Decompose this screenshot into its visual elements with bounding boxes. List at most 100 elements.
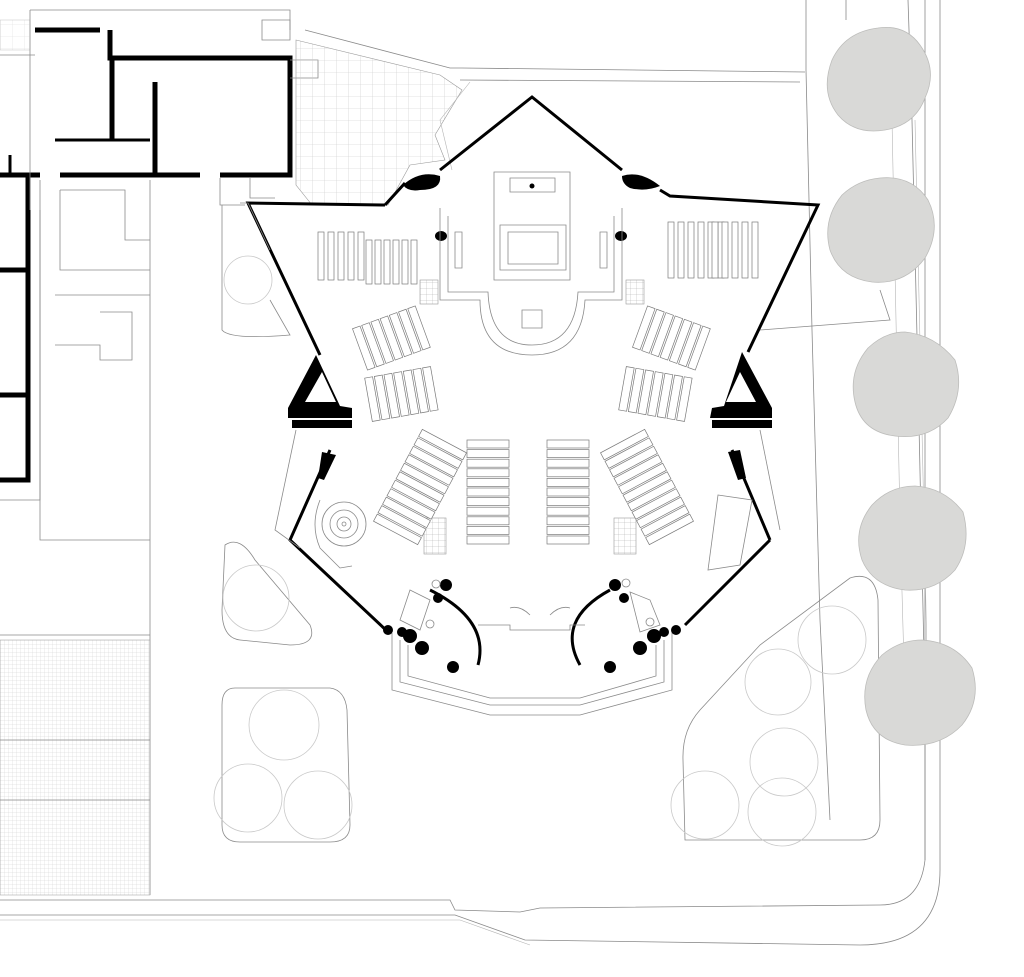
pew-icon [656,372,674,419]
pew-icon [676,376,693,422]
pew-icon [618,366,635,412]
pew-icon [546,449,590,458]
pew-icon [365,239,373,285]
pew-icon [398,308,422,354]
tree-icon [797,605,867,675]
pew-icon [659,315,684,361]
pew-icon [678,322,702,368]
pew-icon [627,367,645,414]
tree-icon [864,639,976,746]
pew-icon [751,221,759,279]
pew-icon [377,505,427,537]
landscape-beds [221,205,891,843]
pew-icon [466,458,510,468]
pew-icon [667,221,675,279]
pew-icon [666,374,683,421]
street-trees [826,26,976,746]
pew-icon [618,462,667,495]
font-icon [314,499,367,569]
pew-icon [466,468,510,478]
tree-icon [858,485,967,591]
pew-icon [546,468,590,478]
pew-icon [546,516,590,526]
sanctuary [419,171,645,555]
pew-icon [388,312,413,358]
pew-icon [407,305,431,351]
pew-icon [413,437,463,469]
pew-icon [386,488,436,520]
pew-icon [317,231,325,281]
pew-icon [401,239,409,285]
tree-icon [223,255,273,305]
pew-icon [631,488,681,520]
pew-icon [687,221,695,279]
tree-icon [283,770,353,840]
tree-icon [827,177,935,283]
tree-icon [248,689,320,761]
pew-icon [466,439,510,449]
garden-trees [213,255,867,847]
pew-icon [466,526,510,535]
pew-icon [711,221,719,279]
pew-icon [677,221,685,279]
pew-icon [379,315,404,361]
pew-icon [731,221,739,279]
pew-icon [402,369,420,416]
pew-icon [546,535,590,545]
pews [317,221,759,546]
tree-icon [744,648,812,716]
pew-icon [466,487,510,497]
tree-icon [749,727,819,797]
pew-icon [393,371,410,417]
pew-icon [546,526,590,535]
pew-icon [347,231,355,281]
pew-icon [466,535,510,545]
pew-icon [721,221,729,279]
pew-icon [370,318,394,364]
pew-icon [422,366,439,412]
pew-icon [364,376,381,422]
tree-icon [213,763,283,833]
pew-icon [373,374,391,421]
pew-icon [645,513,694,546]
pew-icon [466,506,510,516]
pew-icon [600,428,649,461]
tree-icon [852,331,960,437]
tree-icon [670,770,740,840]
pew-icon [327,231,335,281]
pew-icon [647,371,664,417]
pew-icon [337,231,345,281]
pew-icon [404,454,454,486]
pew-icon [383,372,400,419]
pew-icon [409,445,458,478]
tree-icon [826,26,931,132]
pew-icon [687,325,711,371]
pew-icon [668,318,693,364]
pew-icon [641,308,665,354]
pew-icon [373,513,422,546]
pew-icon [374,239,382,285]
pew-icon [466,449,510,458]
pew-icon [400,462,449,495]
pew-icon [352,325,376,371]
pew-icon [391,479,440,512]
pew-icon [392,239,400,285]
pew-icon [640,505,690,537]
pew-icon [546,497,590,506]
pew-icon [741,221,749,279]
pew-icon [632,305,656,351]
altar-icon [509,177,556,193]
pew-icon [357,231,365,281]
tree-icon [747,777,817,847]
pew-icon [546,458,590,468]
pew-icon [418,428,467,461]
tree-icon [222,564,290,632]
pew-icon [410,239,418,285]
pew-icon [466,478,510,487]
pew-icon [622,471,672,503]
pew-icon [546,478,590,487]
church-walls [240,95,821,634]
pew-icon [546,506,590,516]
pew-icon [650,312,674,358]
